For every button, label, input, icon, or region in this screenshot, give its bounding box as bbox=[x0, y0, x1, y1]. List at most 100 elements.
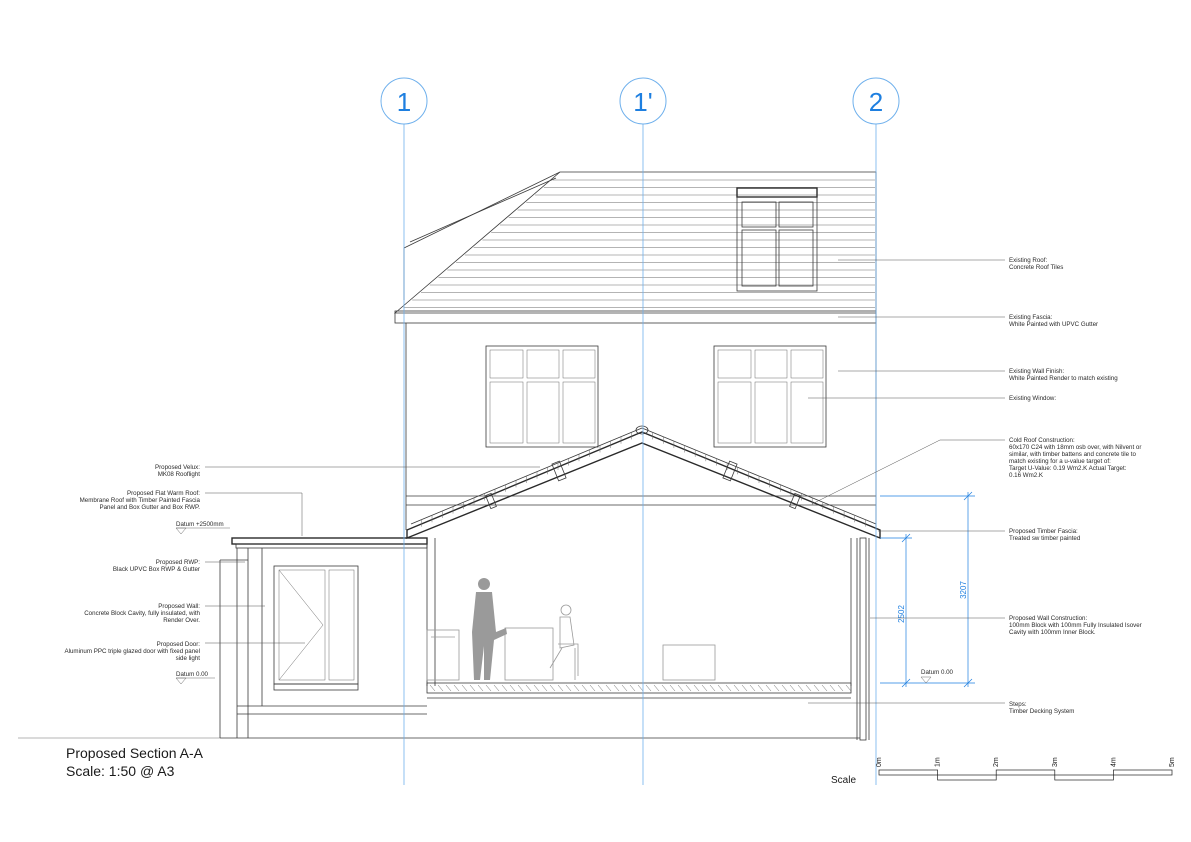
floor-hatch-line bbox=[429, 684, 436, 692]
floor-hatch-line bbox=[741, 684, 748, 692]
floor-hatch-line bbox=[685, 684, 692, 692]
scale-label: Scale bbox=[831, 775, 856, 786]
floor-hatch-line bbox=[581, 684, 588, 692]
note-line: Existing Wall Finish: bbox=[1009, 368, 1064, 375]
note-line: Concrete Roof Tiles bbox=[1009, 264, 1063, 271]
floor-hatch-line bbox=[501, 684, 508, 692]
annotation-note: Steps:Timber Decking System bbox=[1009, 701, 1074, 715]
floor-hatch-line bbox=[541, 684, 548, 692]
floor-hatch-line bbox=[589, 684, 596, 692]
floor-hatch-line bbox=[733, 684, 740, 692]
scale-bar-tick-label: 0m bbox=[876, 757, 883, 767]
floor-hatch-line bbox=[701, 684, 708, 692]
svg-text:Datum +2500mm: Datum +2500mm bbox=[176, 521, 224, 528]
drawing-scale-note: Scale: 1:50 @ A3 bbox=[66, 763, 175, 779]
scale-bar-segment bbox=[937, 774, 997, 781]
floor-hatch-line bbox=[509, 684, 516, 692]
floor-hatch-line bbox=[557, 684, 564, 692]
annotation-note: Existing Wall Finish:White Painted Rende… bbox=[1009, 368, 1118, 382]
floor-hatch-line bbox=[749, 684, 756, 692]
note-line: Treated sw timber painted bbox=[1009, 535, 1081, 542]
annotation-note: Proposed Door:Aluminum PPC triple glazed… bbox=[64, 641, 200, 662]
floor-hatch-line bbox=[725, 684, 732, 692]
floor-hatch-line bbox=[485, 684, 492, 692]
leaders-left bbox=[205, 466, 540, 644]
note-line: Black UPVC Box RWP & Gutter bbox=[113, 566, 200, 573]
annotation-note: Proposed Timber Fascia:Treated sw timber… bbox=[1009, 528, 1081, 542]
floor-hatch-line bbox=[461, 684, 468, 692]
note-line: Proposed Wall: bbox=[158, 603, 200, 610]
floor-hatch-line bbox=[821, 684, 828, 692]
floor-hatch-line bbox=[789, 684, 796, 692]
floor-hatch-line bbox=[813, 684, 820, 692]
svg-text:2: 2 bbox=[869, 87, 883, 117]
annotation-note: Existing Fascia:White Painted with UPVC … bbox=[1009, 314, 1098, 328]
scale-bar-segment bbox=[995, 769, 1056, 776]
datum-upper: Datum +2500mm bbox=[175, 521, 230, 535]
floor-hatch-line bbox=[573, 684, 580, 692]
note-line: Render Over. bbox=[163, 617, 200, 624]
floor-hatch-line bbox=[517, 684, 524, 692]
floor-hatch-line bbox=[829, 684, 836, 692]
interior-figures bbox=[426, 578, 716, 681]
floor-hatch-line bbox=[661, 684, 668, 692]
grid-marker-1-prime: 1' bbox=[619, 77, 667, 125]
svg-text:1': 1' bbox=[633, 87, 652, 117]
note-line: Existing Window: bbox=[1009, 395, 1056, 402]
annotation-note: Existing Roof:Concrete Roof Tiles bbox=[1009, 257, 1063, 271]
floor-hatch-line bbox=[693, 684, 700, 692]
existing-roof bbox=[393, 171, 877, 324]
dimension-2502: 2502 bbox=[897, 605, 906, 623]
scale-bar-tick-label: 2m bbox=[993, 757, 1000, 767]
floor-hatch-line bbox=[613, 684, 620, 692]
scale-bar-segment bbox=[1113, 769, 1173, 776]
note-line: 100mm Block with 100mm Fully Insulated I… bbox=[1009, 622, 1142, 629]
floor-hatch-line bbox=[605, 684, 612, 692]
dimension-3207: 3207 bbox=[959, 581, 968, 599]
scale-bar-segment bbox=[1054, 774, 1114, 781]
floor-hatch-line bbox=[677, 684, 684, 692]
grid-marker-2: 2 bbox=[852, 77, 900, 125]
floor-insulation-hatch bbox=[429, 684, 852, 692]
svg-text:Datum 0.00: Datum 0.00 bbox=[176, 671, 209, 678]
annotation-note: Proposed Wall:Concrete Block Cavity, ful… bbox=[84, 603, 200, 624]
floor-hatch-line bbox=[549, 684, 556, 692]
note-line: Membrane Roof with Timber Painted Fascia bbox=[80, 497, 201, 504]
existing-window-left bbox=[485, 345, 599, 448]
annotation-note: Proposed RWP:Black UPVC Box RWP & Gutter bbox=[113, 559, 200, 573]
grid-lines: 1 1' 2 bbox=[380, 77, 900, 785]
floor-hatch-line bbox=[805, 684, 812, 692]
floor-hatch-line bbox=[533, 684, 540, 692]
floor-hatch-line bbox=[669, 684, 676, 692]
scale-bar-tick-label: 4m bbox=[1110, 757, 1117, 767]
note-line: Cold Roof Construction: bbox=[1009, 437, 1075, 444]
floor-hatch-line bbox=[453, 684, 460, 692]
svg-text:1: 1 bbox=[397, 87, 411, 117]
note-line: Existing Roof: bbox=[1009, 257, 1047, 264]
note-line: Proposed Velux: bbox=[155, 464, 200, 471]
floor-hatch-line bbox=[629, 684, 636, 692]
note-line: Existing Fascia: bbox=[1009, 314, 1053, 321]
roof-tile-courses bbox=[403, 179, 875, 308]
floor-hatch-line bbox=[597, 684, 604, 692]
existing-wall bbox=[405, 172, 877, 530]
scale-bar-segment bbox=[878, 769, 938, 776]
floor-hatch-line bbox=[781, 684, 788, 692]
note-line: side light bbox=[176, 655, 201, 662]
floor-hatch-line bbox=[445, 684, 452, 692]
note-line: Aluminum PPC triple glazed door with fix… bbox=[64, 648, 200, 655]
floor-hatch-line bbox=[837, 684, 844, 692]
note-line: Concrete Block Cavity, fully insulated, … bbox=[84, 610, 200, 617]
annotation-notes-right: Existing Roof:Concrete Roof TilesExistin… bbox=[1009, 257, 1142, 715]
note-line: Proposed Timber Fascia: bbox=[1009, 528, 1078, 535]
note-line: similar, with timber battens and concret… bbox=[1009, 451, 1136, 458]
note-line: White Painted Render to match existing bbox=[1009, 375, 1118, 382]
floor-hatch-line bbox=[477, 684, 484, 692]
floor-hatch-line bbox=[653, 684, 660, 692]
floor-hatch-line bbox=[757, 684, 764, 692]
note-line: Target U-Value: 0.19 Wm2.K Actual Target… bbox=[1009, 465, 1127, 472]
scale-bar-tick-label: 3m bbox=[1052, 757, 1059, 767]
